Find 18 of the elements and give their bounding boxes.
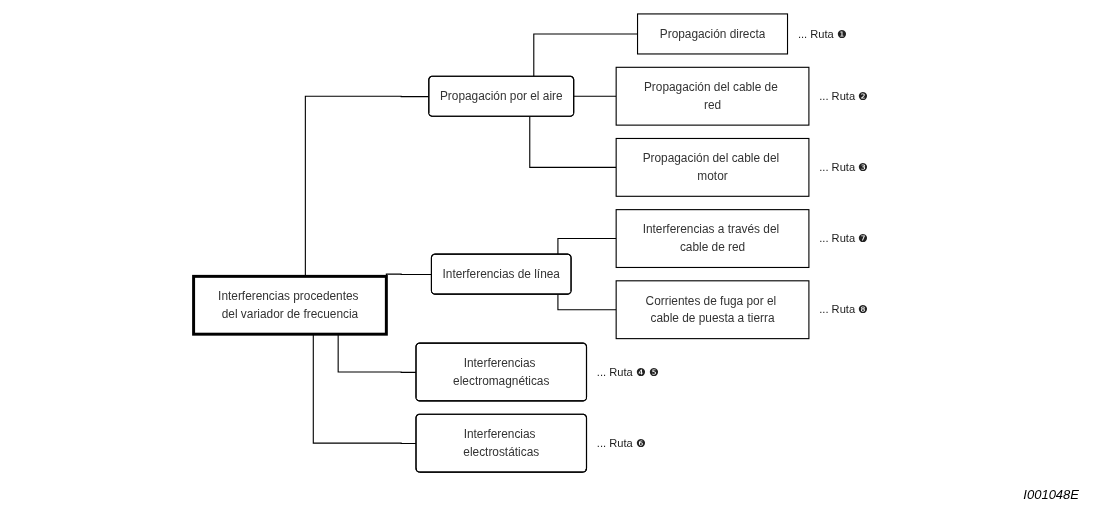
node-box: Propagación directa <box>637 13 789 55</box>
node-box: Propagación del cable del motor <box>615 137 810 197</box>
connector <box>557 293 617 311</box>
connector <box>573 95 617 98</box>
connector <box>529 116 617 168</box>
connector <box>557 238 617 256</box>
node-box: Interferencias procedentes del variador de frecuencia <box>192 274 388 336</box>
node-box: Propagación del cable de red <box>615 66 810 126</box>
figure-code: I001048E <box>1023 487 1079 502</box>
route-note: ... Ruta ❼ <box>819 232 869 245</box>
route-note: ... Ruta ❽ <box>819 303 869 316</box>
node-box: Interferencias a través del cable de red <box>615 209 810 268</box>
node-box: Corrientes de fuga por el cable de puesta a tierra <box>615 280 810 340</box>
route-note: ... Ruta ❸ <box>819 161 869 174</box>
route-note: ... Ruta ❶ <box>797 27 847 40</box>
route-note: ... Ruta ❷ <box>819 89 869 102</box>
route-note: ... Ruta ❹ ❺ <box>596 365 659 378</box>
route-note: ... Ruta ❻ <box>596 436 646 449</box>
